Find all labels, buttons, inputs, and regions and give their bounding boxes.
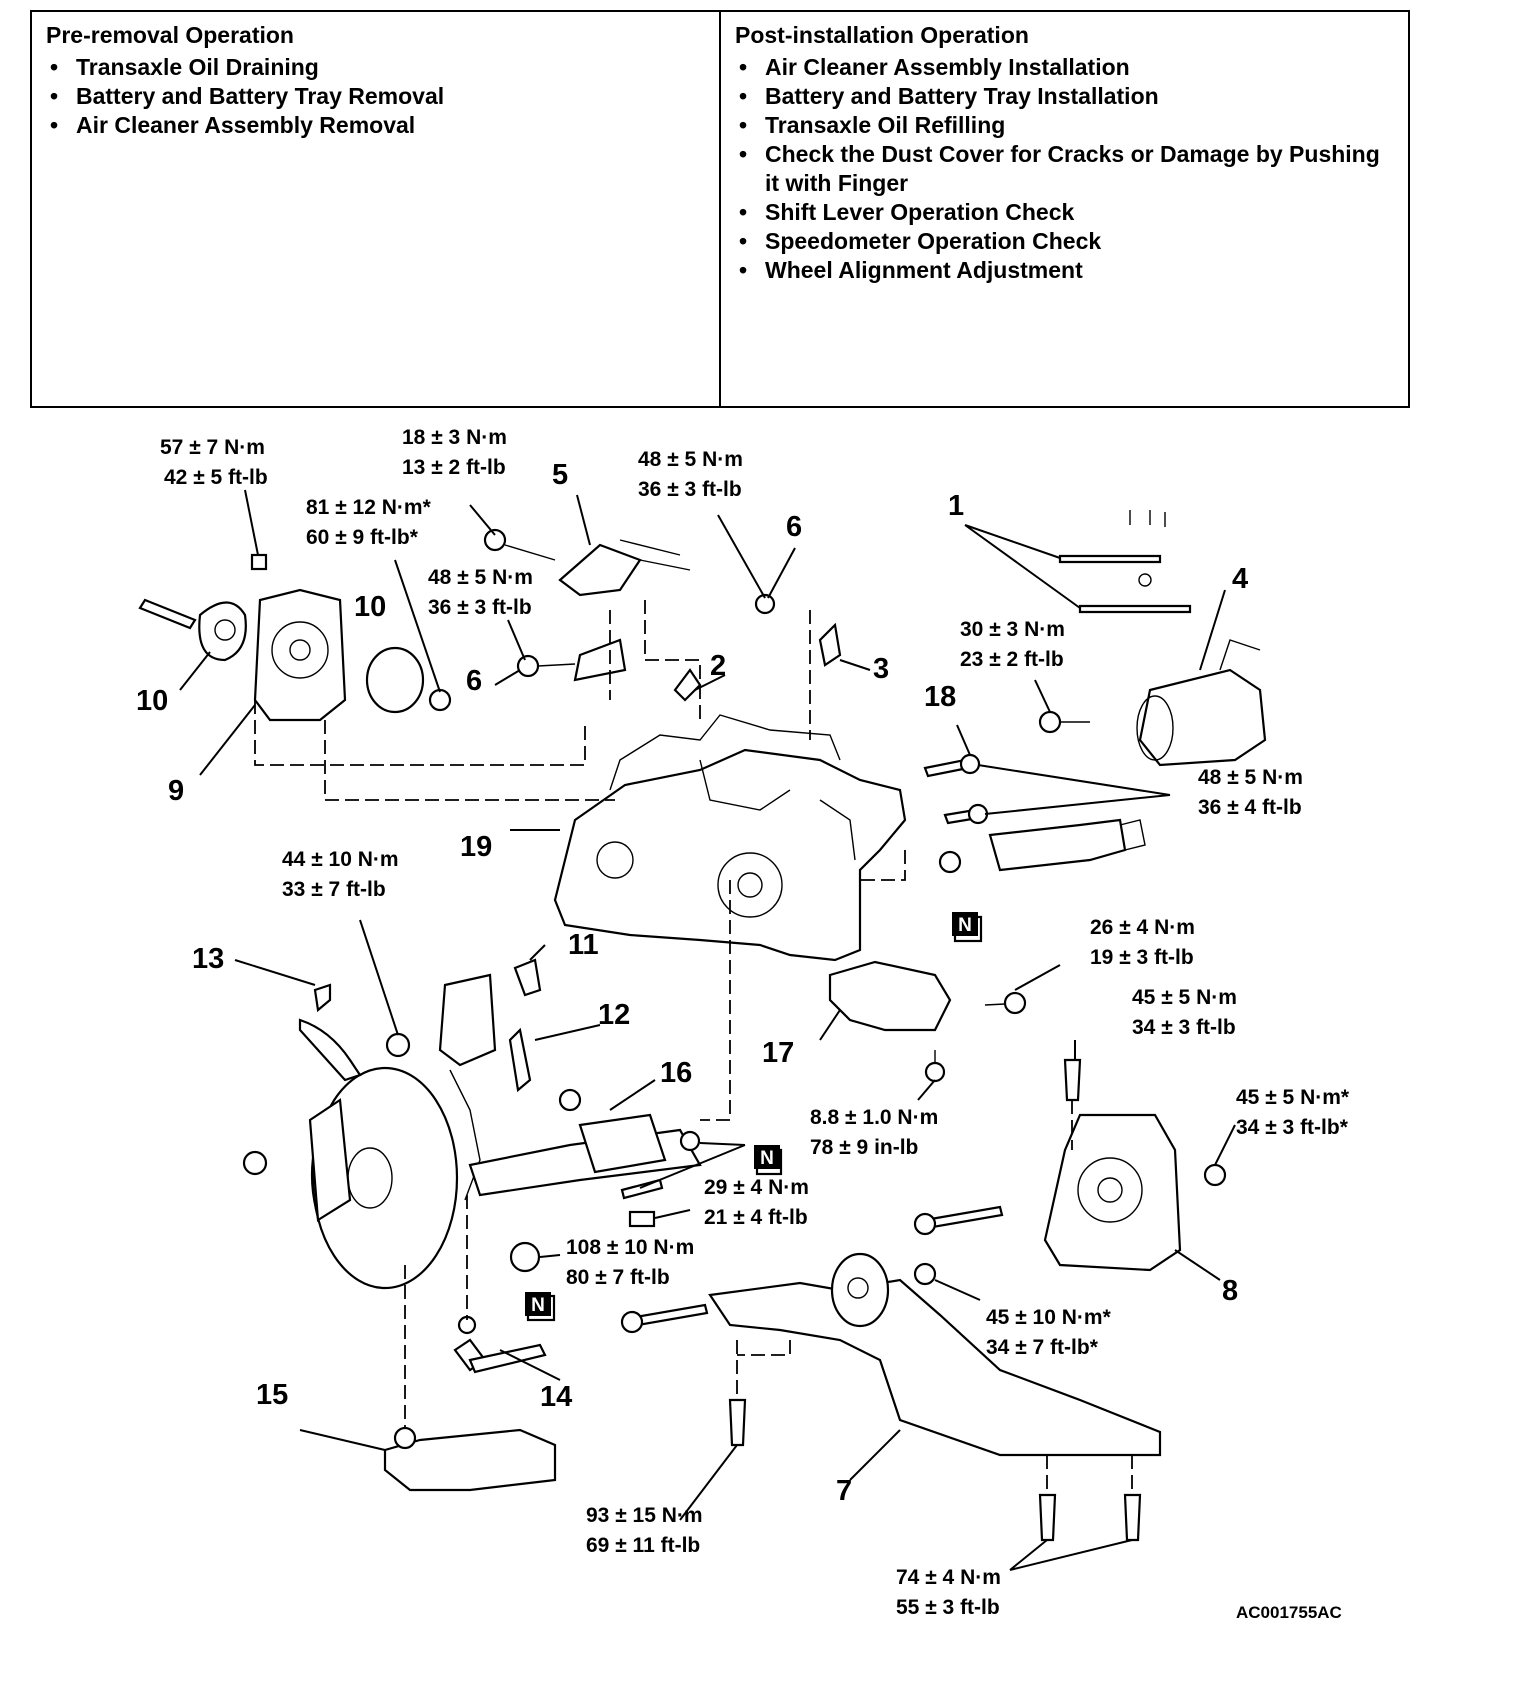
list-item: Speedometer Operation Check bbox=[735, 227, 1394, 256]
post-installation-panel: Post-installation Operation Air Cleaner … bbox=[721, 12, 1408, 406]
part-number: 13 bbox=[192, 943, 224, 975]
torque-label: 57 ± 7 N·m bbox=[160, 436, 265, 459]
torque-label: 34 ± 7 ft-lb* bbox=[986, 1336, 1099, 1359]
torque-label: 29 ± 4 N·m bbox=[704, 1176, 809, 1199]
torque-label: 23 ± 2 ft-lb bbox=[960, 648, 1064, 671]
torque-label: 60 ± 9 ft-lb* bbox=[306, 526, 419, 549]
torque-label: 48 ± 5 N·m bbox=[428, 566, 533, 589]
part-number: 10 bbox=[354, 591, 386, 623]
part-number: 4 bbox=[1232, 563, 1248, 595]
list-item: Check the Dust Cover for Cracks or Damag… bbox=[735, 140, 1394, 198]
torque-label: 36 ± 4 ft-lb bbox=[1198, 796, 1302, 819]
crossmember bbox=[620, 1252, 1162, 1542]
part-number: 3 bbox=[873, 653, 889, 685]
post-installation-list: Air Cleaner Assembly Installation Batter… bbox=[735, 53, 1394, 285]
starter-motor bbox=[1038, 639, 1267, 767]
list-item: Battery and Battery Tray Installation bbox=[735, 82, 1394, 111]
part-number: 6 bbox=[786, 511, 802, 543]
torque-label: 36 ± 3 ft-lb bbox=[428, 596, 532, 619]
part-number: 6 bbox=[466, 665, 482, 697]
torque-label: 48 ± 5 N·m bbox=[1198, 766, 1303, 789]
pre-removal-list: Transaxle Oil Draining Battery and Batte… bbox=[46, 53, 705, 140]
torque-label: 8.8 ± 1.0 N·m bbox=[810, 1106, 938, 1129]
part-number: 15 bbox=[256, 1379, 288, 1411]
pre-removal-panel: Pre-removal Operation Transaxle Oil Drai… bbox=[32, 12, 721, 406]
torque-label: 48 ± 5 N·m bbox=[638, 448, 743, 471]
torque-label: 78 ± 9 in-lb bbox=[810, 1136, 918, 1159]
tie-rod-end bbox=[453, 1195, 547, 1374]
new-part-mark: N bbox=[531, 1295, 545, 1316]
torque-label: 42 ± 5 ft-lb bbox=[164, 466, 268, 489]
part-number: 7 bbox=[836, 1475, 852, 1507]
torque-label: 81 ± 12 N·m* bbox=[306, 496, 432, 519]
list-item: Air Cleaner Assembly Removal bbox=[46, 111, 705, 140]
part-number: 11 bbox=[568, 929, 599, 961]
part-number: 10 bbox=[136, 685, 168, 717]
torque-label: 34 ± 3 ft-lb* bbox=[1236, 1116, 1349, 1139]
operations-table: Pre-removal Operation Transaxle Oil Drai… bbox=[30, 10, 1410, 408]
torque-label: 55 ± 3 ft-lb bbox=[896, 1596, 1000, 1619]
list-item: Transaxle Oil Refilling bbox=[735, 111, 1394, 140]
mount-cover-plate bbox=[138, 553, 452, 714]
part-number: 1 bbox=[948, 490, 964, 522]
torque-label: 93 ± 15 N·m bbox=[586, 1504, 703, 1527]
part-number: 18 bbox=[924, 681, 956, 713]
part-number: 5 bbox=[552, 459, 568, 491]
torque-label: 45 ± 5 N·m bbox=[1132, 986, 1237, 1009]
torque-label: 45 ± 5 N·m* bbox=[1236, 1086, 1350, 1109]
part-number: 19 bbox=[460, 831, 492, 863]
left-mount-bracket bbox=[253, 588, 615, 801]
hub-knuckle-assembly bbox=[242, 958, 783, 1322]
part-number: 2 bbox=[710, 650, 726, 682]
figure-code: AC001755AC bbox=[1236, 1603, 1342, 1622]
torque-label: 18 ± 3 N·m bbox=[402, 426, 507, 449]
torque-label: 69 ± 11 ft-lb bbox=[586, 1534, 700, 1557]
torque-labels: 57 ± 7 N·m 42 ± 5 ft-lb 18 ± 3 N·m 13 ± … bbox=[160, 426, 1350, 1619]
part-number: 17 bbox=[762, 1037, 794, 1069]
list-item: Wheel Alignment Adjustment bbox=[735, 256, 1394, 285]
torque-label: 26 ± 4 N·m bbox=[1090, 916, 1195, 939]
part-number: 12 bbox=[598, 999, 630, 1031]
list-item: Air Cleaner Assembly Installation bbox=[735, 53, 1394, 82]
torque-label: 108 ± 10 N·m bbox=[566, 1236, 694, 1259]
part-number: 14 bbox=[540, 1381, 572, 1413]
pre-removal-title: Pre-removal Operation bbox=[46, 22, 294, 48]
part-number: 16 bbox=[660, 1057, 692, 1089]
new-part-markers: N N N bbox=[525, 912, 978, 1316]
cable-connectors bbox=[1058, 510, 1192, 614]
top-brackets bbox=[483, 528, 842, 740]
part-numbers: 1 2 3 4 5 6 6 7 8 9 10 10 11 12 13 14 15… bbox=[136, 459, 1248, 1507]
torque-label: 44 ± 10 N·m bbox=[282, 848, 399, 871]
new-part-mark: N bbox=[958, 915, 972, 936]
torque-label: 30 ± 3 N·m bbox=[960, 618, 1065, 641]
torque-label: 19 ± 3 ft-lb bbox=[1090, 946, 1194, 969]
part-number: 9 bbox=[168, 775, 184, 807]
dust-cover bbox=[828, 960, 1027, 1083]
new-part-mark: N bbox=[760, 1148, 774, 1169]
torque-label: 33 ± 7 ft-lb bbox=[282, 878, 386, 901]
torque-label: 74 ± 4 N·m bbox=[896, 1566, 1001, 1589]
list-item: Battery and Battery Tray Removal bbox=[46, 82, 705, 111]
leader-lines bbox=[179, 489, 1236, 1571]
list-item: Shift Lever Operation Check bbox=[735, 198, 1394, 227]
torque-label: 21 ± 4 ft-lb bbox=[704, 1206, 808, 1229]
post-installation-title: Post-installation Operation bbox=[735, 22, 1029, 48]
torque-label: 80 ± 7 ft-lb bbox=[566, 1266, 670, 1289]
list-item: Transaxle Oil Draining bbox=[46, 53, 705, 82]
right-mount bbox=[913, 1058, 1227, 1272]
transaxle-assembly bbox=[553, 714, 907, 962]
torque-label: 36 ± 3 ft-lb bbox=[638, 478, 742, 501]
torque-label: 34 ± 3 ft-lb bbox=[1132, 1016, 1236, 1039]
part-number: 8 bbox=[1222, 1275, 1238, 1307]
lower-arm-ball-joint bbox=[383, 1265, 557, 1492]
torque-label: 45 ± 10 N·m* bbox=[986, 1306, 1112, 1329]
torque-label: 13 ± 2 ft-lb bbox=[402, 456, 506, 479]
